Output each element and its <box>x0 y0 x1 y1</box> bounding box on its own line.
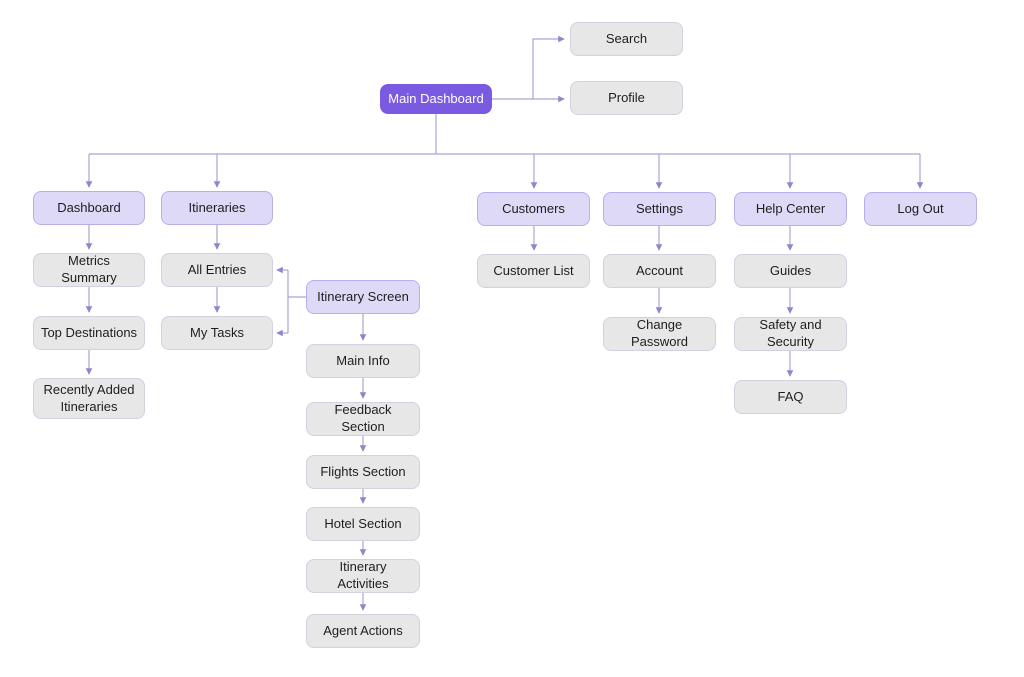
node-help-center[interactable]: Help Center <box>734 192 847 226</box>
node-guides[interactable]: Guides <box>734 254 847 288</box>
node-account[interactable]: Account <box>603 254 716 288</box>
node-my-tasks[interactable]: My Tasks <box>161 316 273 350</box>
node-top-destinations[interactable]: Top Destinations <box>33 316 145 350</box>
node-settings[interactable]: Settings <box>603 192 716 226</box>
node-customers[interactable]: Customers <box>477 192 590 226</box>
node-change-password[interactable]: Change Password <box>603 317 716 351</box>
node-search[interactable]: Search <box>570 22 683 56</box>
node-profile[interactable]: Profile <box>570 81 683 115</box>
node-itinerary-screen[interactable]: Itinerary Screen <box>306 280 420 314</box>
node-metrics-summary[interactable]: Metrics Summary <box>33 253 145 287</box>
node-safety-and-security[interactable]: Safety and Security <box>734 317 847 351</box>
node-flights-section[interactable]: Flights Section <box>306 455 420 489</box>
node-main-info[interactable]: Main Info <box>306 344 420 378</box>
node-feedback-section[interactable]: Feedback Section <box>306 402 420 436</box>
node-faq[interactable]: FAQ <box>734 380 847 414</box>
node-hotel-section[interactable]: Hotel Section <box>306 507 420 541</box>
node-main-dashboard[interactable]: Main Dashboard <box>380 84 492 114</box>
node-all-entries[interactable]: All Entries <box>161 253 273 287</box>
node-itinerary-activities[interactable]: Itinerary Activities <box>306 559 420 593</box>
node-itineraries[interactable]: Itineraries <box>161 191 273 225</box>
node-log-out[interactable]: Log Out <box>864 192 977 226</box>
node-agent-actions[interactable]: Agent Actions <box>306 614 420 648</box>
node-dashboard[interactable]: Dashboard <box>33 191 145 225</box>
node-recently-added-itineraries[interactable]: Recently Added Itineraries <box>33 378 145 419</box>
node-customer-list[interactable]: Customer List <box>477 254 590 288</box>
